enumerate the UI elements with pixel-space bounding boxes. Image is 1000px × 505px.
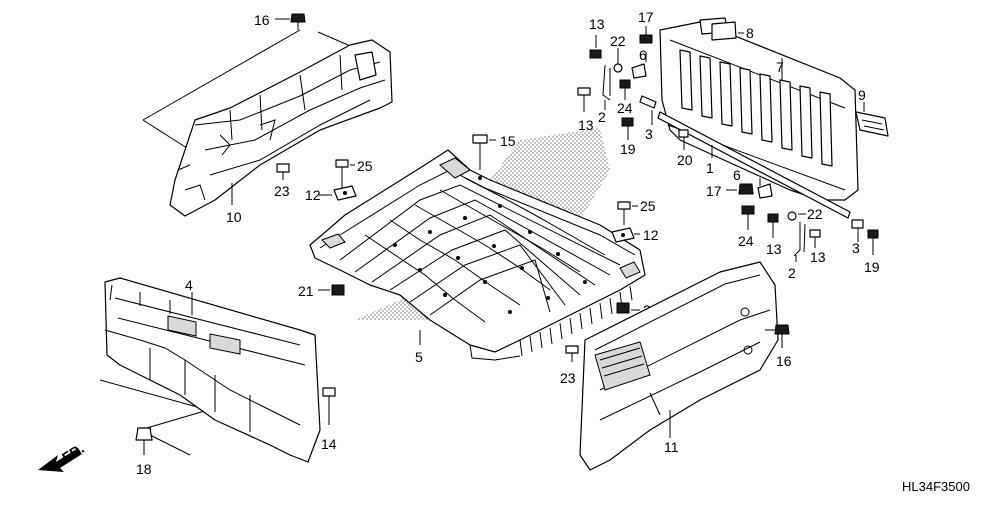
bolt-15 [472,134,496,170]
bolt-25-right [617,201,638,225]
fastener-16-right [765,324,790,348]
callout-24b: 24 [738,233,754,249]
fastener-cluster-lower [726,178,879,262]
callout-16a: 16 [254,12,270,28]
callout-13b: 13 [578,117,594,133]
callout-11: 11 [664,439,679,455]
callout-24a: 24 [617,100,633,116]
callout-12b: 12 [643,227,659,243]
callout-8: 8 [746,25,754,41]
diagram-code: HL34F3500 [902,479,970,494]
callout-5: 5 [415,349,423,365]
callout-14: 14 [321,436,337,452]
callout-9: 9 [858,87,866,103]
callout-6a: 6 [639,47,647,63]
callout-18: 18 [136,461,152,477]
callout-23b: 23 [560,370,576,386]
callout-6b: 6 [733,167,741,183]
callout-20: 20 [677,152,693,168]
callout-23a: 23 [274,183,290,199]
part-4-front-panel [99,277,321,463]
callout-15: 15 [500,133,516,149]
callout-7: 7 [776,59,784,75]
front-direction-arrow: FR. [38,440,87,472]
bracket-12-left [318,185,357,201]
nut-21-left [318,284,345,296]
callout-13c: 13 [766,241,782,257]
bolt-23-left [276,163,290,180]
callout-19a: 19 [620,141,636,157]
callout-4: 4 [185,277,193,293]
callout-13a: 13 [589,16,605,32]
fastener-cluster-upper [577,26,689,150]
bolt-23-right [565,345,579,362]
part-7-tailgate [659,21,859,201]
callout-22b: 22 [807,206,823,222]
part-1-tailgate-rod [657,111,851,219]
callout-25a: 25 [357,158,373,174]
part-8-latch [699,17,744,41]
part-9-latch [855,102,889,137]
bolt-25-left [335,159,355,188]
bolt-14 [322,387,336,425]
fastener-16-top [275,13,306,30]
callout-2a: 2 [598,109,606,125]
callout-19b: 19 [864,259,880,275]
part-5-bed-floor [309,128,646,361]
callout-3b: 3 [852,240,860,256]
callout-10: 10 [226,209,242,225]
callout-16b: 16 [776,353,792,369]
callout-21a: 21 [298,283,314,299]
part-11-right-side-rail [579,261,779,471]
nut-21-right [616,302,640,314]
callout-1: 1 [706,160,714,176]
callout-17b: 17 [706,183,722,199]
bracket-12-right [611,227,640,243]
callout-13d: 13 [810,249,826,265]
clip-18 [135,427,153,455]
callout-25b: 25 [640,198,656,214]
callout-12a: 12 [305,187,321,203]
callout-17a: 17 [638,9,654,25]
callout-2b: 2 [788,265,796,281]
callout-22a: 22 [610,33,626,49]
part-10-left-side-rail [142,29,393,217]
callout-3a: 3 [645,126,653,142]
